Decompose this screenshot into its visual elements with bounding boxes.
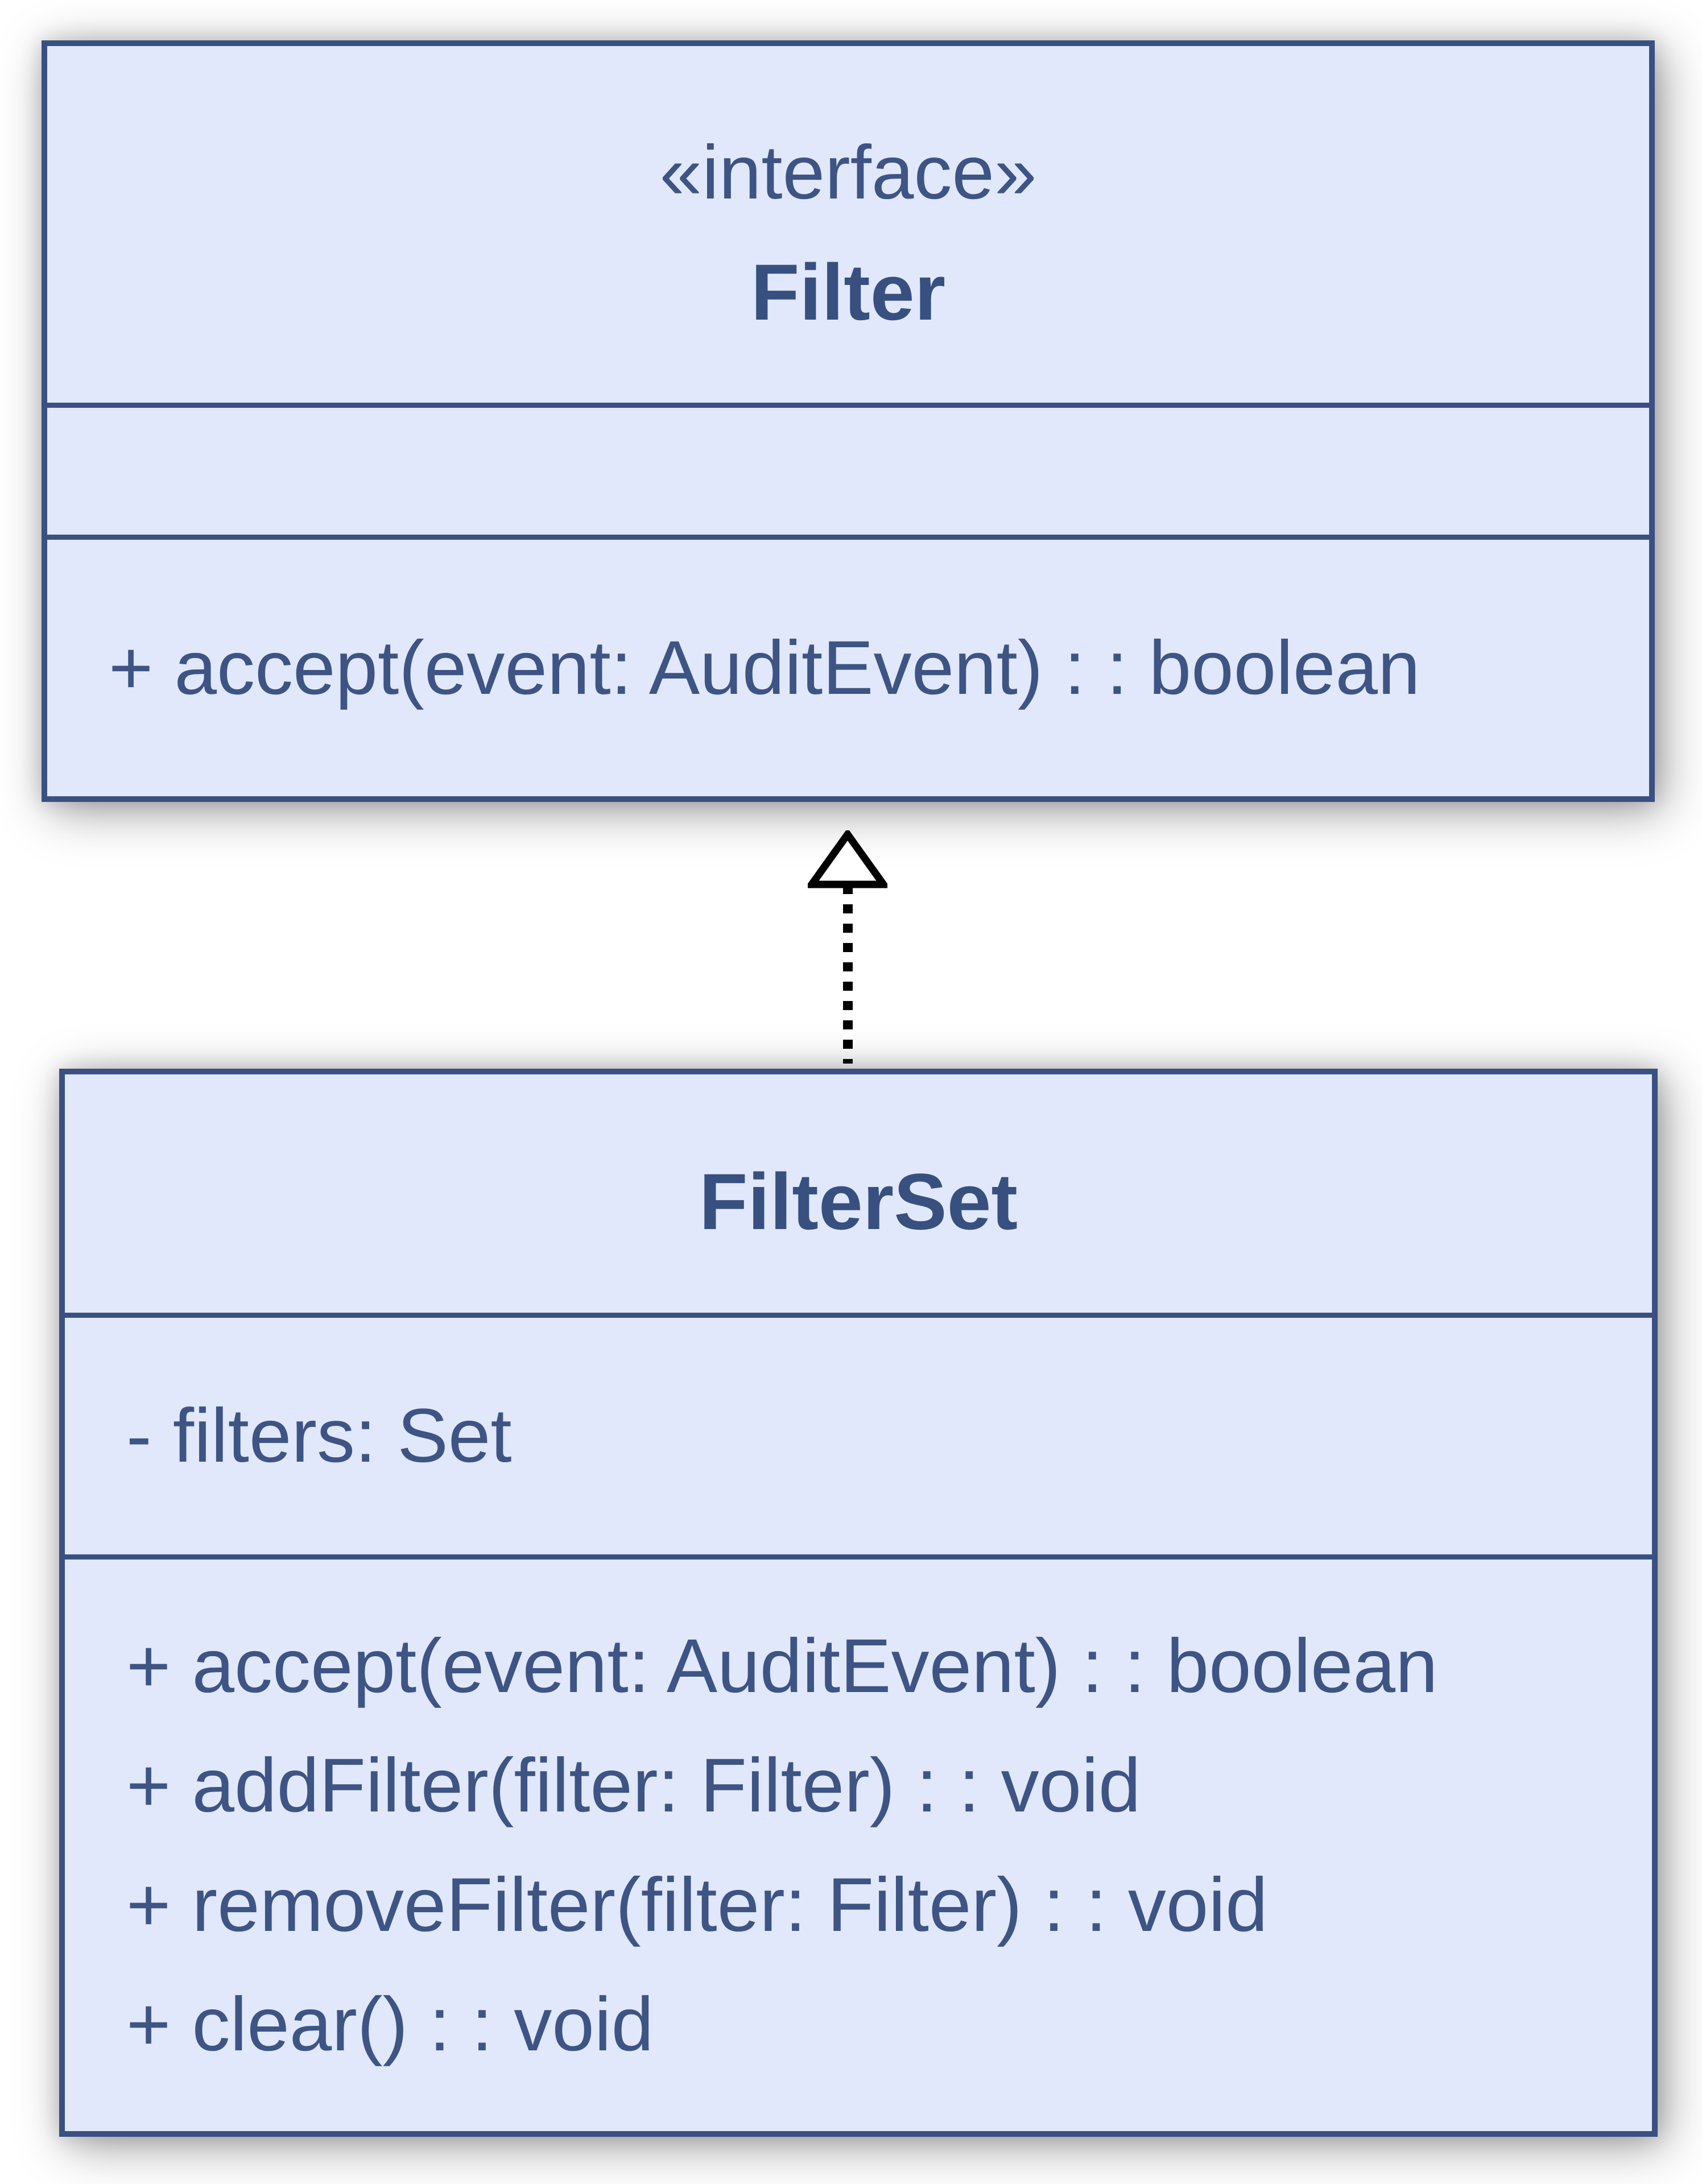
interface-methods-compartment: + accept(event: AuditEvent) : : boolean — [47, 535, 1649, 796]
interface-name: Filter — [750, 247, 946, 337]
interface-filter-box: «interface» Filter + accept(event: Audit… — [42, 40, 1655, 802]
filterset-title-compartment: FilterSet — [65, 1074, 1652, 1313]
filterset-attributes-compartment: - filters: Set — [65, 1313, 1652, 1554]
filterset-method-addfilter: + addFilter(filter: Filter) : : void — [126, 1743, 1141, 1828]
interface-stereotype: «interface» — [659, 130, 1037, 215]
filterset-class-box: FilterSet - filters: Set + accept(event:… — [59, 1069, 1658, 2137]
filterset-method-removefilter: + removeFilter(filter: Filter) : : void — [126, 1862, 1268, 1947]
hollow-triangle-arrowhead — [808, 830, 887, 888]
interface-method-accept: + accept(event: AuditEvent) : : boolean — [109, 625, 1420, 710]
interface-attributes-compartment — [47, 403, 1649, 535]
filterset-method-accept: + accept(event: AuditEvent) : : boolean — [126, 1623, 1438, 1709]
filterset-methods-compartment: + accept(event: AuditEvent) : : boolean … — [65, 1554, 1652, 2131]
interface-title-compartment: «interface» Filter — [47, 46, 1649, 403]
filterset-method-clear: + clear() : : void — [126, 1982, 654, 2067]
realization-dashed-line — [843, 885, 853, 1064]
filterset-name: FilterSet — [699, 1156, 1018, 1246]
filterset-attribute-filters: - filters: Set — [126, 1393, 512, 1478]
